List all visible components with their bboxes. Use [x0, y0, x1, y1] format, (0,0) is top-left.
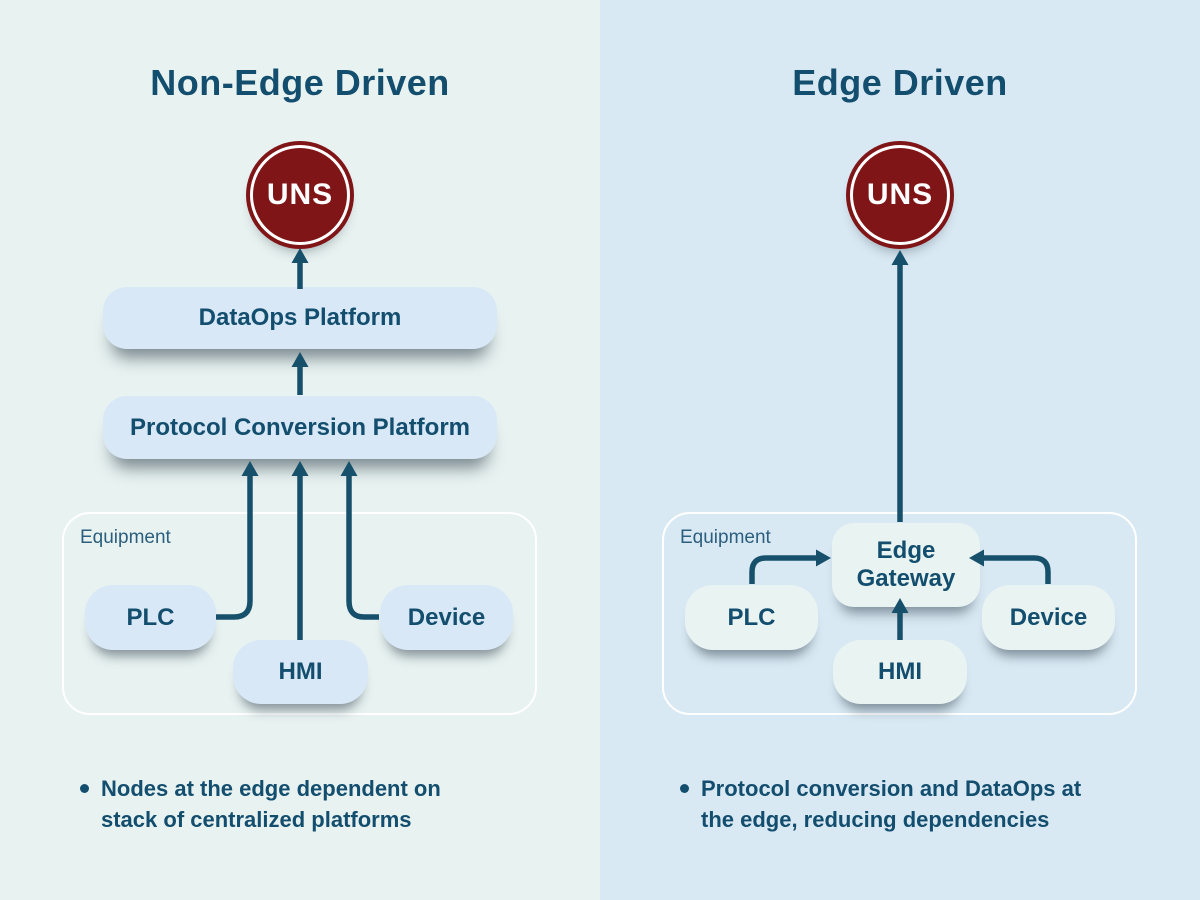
edge-gateway-box: Edge Gateway [832, 523, 980, 607]
dataops-platform-label: DataOps Platform [198, 304, 402, 331]
device-box-right: Device [982, 585, 1115, 650]
plc-box-left: PLC [85, 585, 216, 650]
plc-box-right: PLC [685, 585, 818, 650]
equipment-label-left: Equipment [80, 527, 171, 548]
protocol-conversion-label: Protocol Conversion Platform [129, 413, 471, 441]
hmi-box-right: HMI [833, 640, 967, 704]
hmi-label-left: HMI [278, 658, 323, 685]
non-edge-bullet-text: Nodes at the edge dependent on stack of … [101, 776, 441, 832]
non-edge-bullet: Nodes at the edge dependent on stack of … [80, 773, 520, 835]
uns-label-left: UNS [266, 178, 334, 211]
dataops-platform-box: DataOps Platform [103, 287, 497, 349]
plc-label-right: PLC [727, 603, 776, 631]
device-label-left: Device [407, 603, 486, 631]
uns-node-left: UNS [246, 141, 354, 249]
edge-bullet: Protocol conversion and DataOps at the e… [680, 773, 1140, 835]
edge-driven-panel: Edge Driven UNS Equipment Edge Gateway P… [600, 0, 1200, 900]
non-edge-driven-panel: Non-Edge Driven UNS DataOps Platform Pro… [62, 62, 537, 835]
device-label-right: Device [1009, 603, 1088, 631]
uns-label-right: UNS [866, 178, 934, 211]
hmi-box-left: HMI [233, 640, 368, 704]
edge-bullet-text: Protocol conversion and DataOps at the e… [701, 776, 1082, 832]
edge-gateway-label: Edge Gateway [856, 537, 956, 592]
uns-node-right: UNS [846, 141, 954, 249]
bullet-dot-right [680, 784, 689, 793]
hmi-label-right: HMI [878, 658, 922, 685]
equipment-label-right: Equipment [680, 527, 771, 548]
protocol-conversion-box: Protocol Conversion Platform [103, 396, 497, 459]
plc-label-left: PLC [126, 603, 175, 631]
edge-title: Edge Driven [792, 62, 1008, 103]
device-box-left: Device [380, 585, 513, 650]
bullet-dot-left [80, 784, 89, 793]
non-edge-title: Non-Edge Driven [150, 62, 450, 103]
